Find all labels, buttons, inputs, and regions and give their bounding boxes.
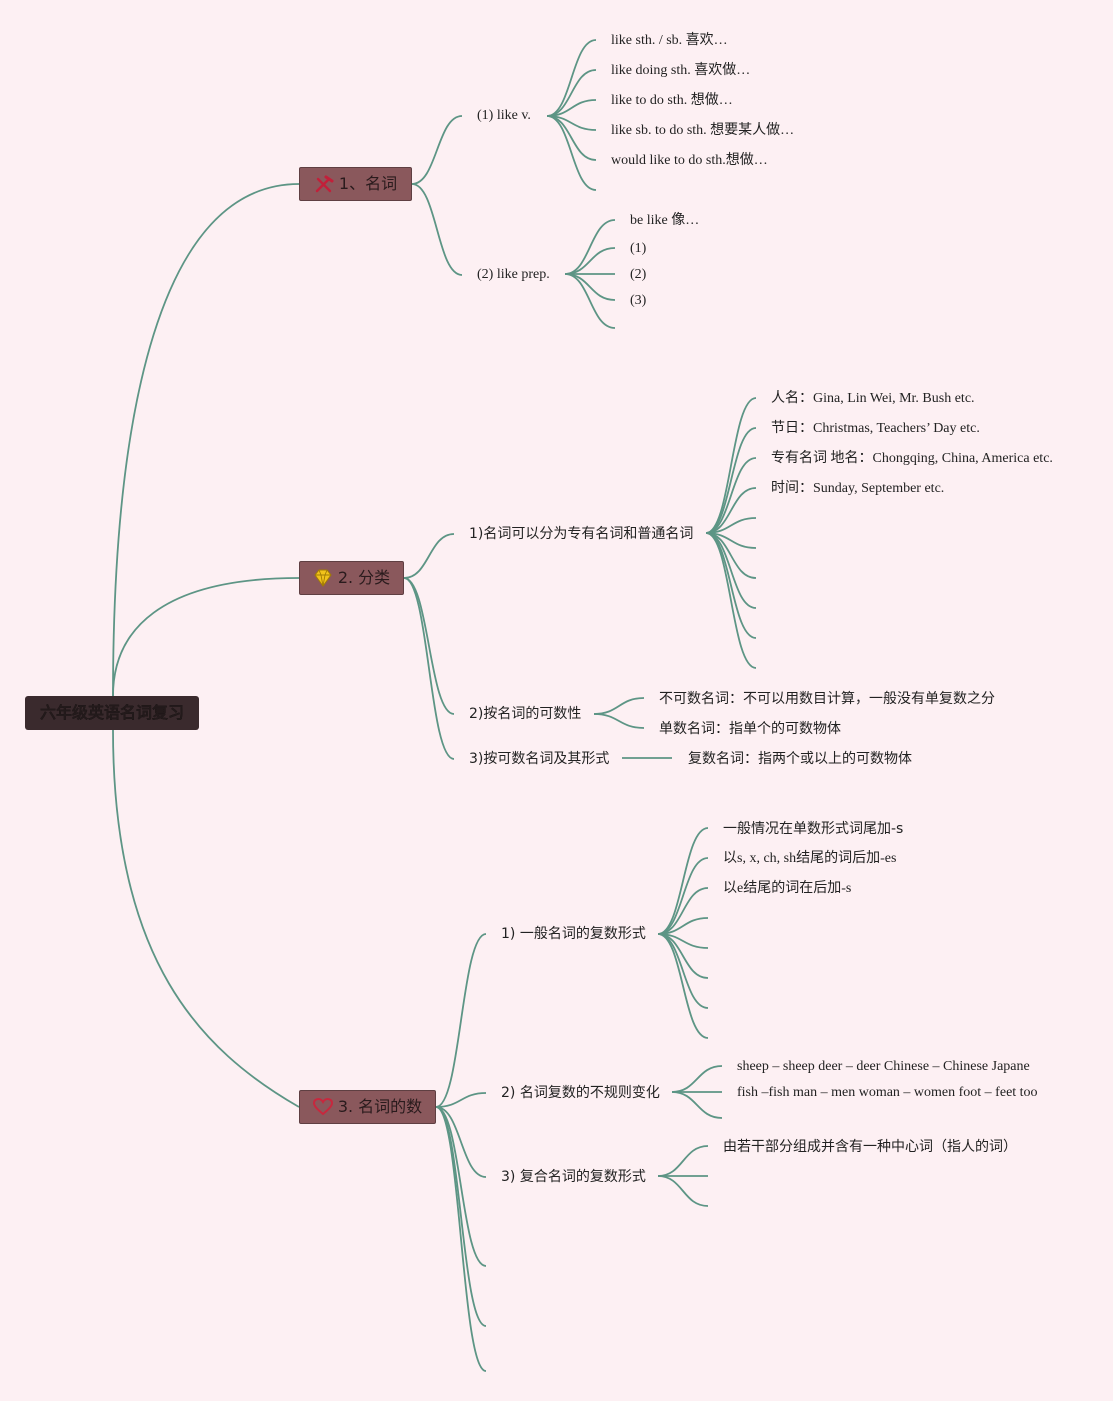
- hammer-pick-icon: [315, 175, 334, 193]
- branch-nouns[interactable]: 1、名词: [299, 167, 412, 201]
- topic-countable-forms[interactable]: 3)按可数名词及其形式: [469, 751, 610, 767]
- branch-classification[interactable]: 2. 分类: [299, 561, 404, 595]
- connector-line-3: [411, 115, 463, 185]
- connector-line-37: [435, 1106, 487, 1372]
- item-time[interactable]: 时间：Sunday, September etc.: [771, 481, 945, 496]
- topic-like-verb[interactable]: (1) like v.: [477, 108, 531, 123]
- topic-regular-plural[interactable]: 1) 一般名词的复数形式: [501, 926, 646, 942]
- connector-line-46: [671, 1065, 723, 1093]
- heart-icon: [312, 1098, 333, 1116]
- root-topic[interactable]: 六年级英语名词复习: [25, 696, 199, 730]
- connector-line-33: [435, 1092, 487, 1108]
- item-like-v-3[interactable]: like to do sth. 想做…: [611, 93, 733, 108]
- branch-nouns-label: 1、名词: [338, 174, 398, 193]
- connector-line-14: [564, 273, 616, 301]
- connector-line-15: [564, 273, 616, 329]
- connector-line-32: [435, 933, 487, 1108]
- item-add-s[interactable]: 一般情况在单数形式词尾加-s: [723, 821, 904, 837]
- connector-line-35: [435, 1106, 487, 1267]
- connector-line-18: [403, 577, 455, 760]
- item-like-v-2[interactable]: like doing sth. 喜欢做…: [611, 63, 751, 78]
- item-e-ending[interactable]: 以e结尾的词在后加-s: [723, 881, 852, 896]
- connector-line-51: [657, 1175, 709, 1207]
- item-uncountable[interactable]: 不可数名词：不可以用数目计算，一般没有单复数之分: [659, 691, 995, 707]
- connector-line-10: [546, 115, 597, 191]
- connector-line-17: [403, 577, 455, 715]
- connector-line-27: [705, 532, 757, 639]
- connector-line-49: [657, 1145, 709, 1177]
- connector-line-0: [112, 183, 300, 697]
- item-add-es[interactable]: 以s, x, ch, sh结尾的词后加-es: [723, 851, 897, 866]
- topic-countability[interactable]: 2)按名词的可数性: [469, 706, 582, 722]
- topic-proper-common[interactable]: 1)名词可以分为专有名词和普通名词: [469, 526, 694, 542]
- root-topic-label: 六年级英语名词复习: [39, 703, 184, 722]
- connector-line-2: [112, 729, 300, 1108]
- item-irregular-1[interactable]: sheep – sheep deer – deer Chinese – Chin…: [737, 1059, 1030, 1074]
- branch-classification-label: 2. 分类: [337, 568, 391, 587]
- connector-line-12: [564, 247, 616, 275]
- connector-line-44: [657, 933, 709, 1009]
- item-like-prep-4[interactable]: (3): [630, 293, 647, 308]
- diamond-icon: [314, 569, 332, 587]
- item-like-v-4[interactable]: like sb. to do sth. 想要某人做…: [611, 123, 795, 138]
- connector-line-48: [671, 1091, 723, 1119]
- item-singular[interactable]: 单数名词：指单个的可数物体: [659, 721, 841, 737]
- item-place-names[interactable]: 专有名词 地名：Chongqing, China, America etc.: [771, 451, 1053, 466]
- item-like-prep-1[interactable]: be like 像…: [630, 213, 700, 228]
- branch-noun-number[interactable]: 3. 名词的数: [299, 1090, 436, 1124]
- connector-line-4: [411, 183, 463, 276]
- connector-line-11: [564, 219, 616, 275]
- connector-line-21: [705, 457, 757, 534]
- connector-line-1: [112, 577, 300, 697]
- connector-line-5: [546, 39, 597, 117]
- topic-compound-plural[interactable]: 3) 复合名词的复数形式: [501, 1169, 646, 1185]
- item-compound-1[interactable]: 由若干部分组成并含有一种中心词（指人的词）: [723, 1139, 1017, 1155]
- topic-like-prep[interactable]: (2) like prep.: [477, 267, 550, 282]
- item-like-v-5[interactable]: would like to do sth.想做…: [611, 153, 768, 168]
- connector-line-39: [657, 857, 709, 935]
- item-like-prep-3[interactable]: (2): [630, 267, 647, 282]
- connector-line-16: [403, 533, 455, 579]
- item-irregular-2[interactable]: fish –fish man – men woman – women foot …: [737, 1085, 1038, 1100]
- connector-line-29: [593, 697, 645, 715]
- connector-line-30: [593, 713, 645, 729]
- item-like-prep-2[interactable]: (1): [630, 241, 647, 256]
- connector-line-34: [435, 1106, 487, 1178]
- item-festivals[interactable]: 节日：Christmas, Teachers’ Day etc.: [771, 421, 980, 436]
- connector-line-19: [705, 397, 757, 534]
- branch-noun-number-label: 3. 名词的数: [337, 1097, 423, 1116]
- item-like-v-1[interactable]: like sth. / sb. 喜欢…: [611, 33, 728, 48]
- item-person-names[interactable]: 人名：Gina, Lin Wei, Mr. Bush etc.: [771, 391, 975, 406]
- connector-line-20: [705, 427, 757, 534]
- connector-line-38: [657, 827, 709, 935]
- topic-irregular-plural[interactable]: 2) 名词复数的不规则变化: [501, 1085, 660, 1101]
- item-plural[interactable]: 复数名词：指两个或以上的可数物体: [688, 751, 912, 767]
- connector-line-28: [705, 532, 757, 669]
- connector-line-45: [657, 933, 709, 1039]
